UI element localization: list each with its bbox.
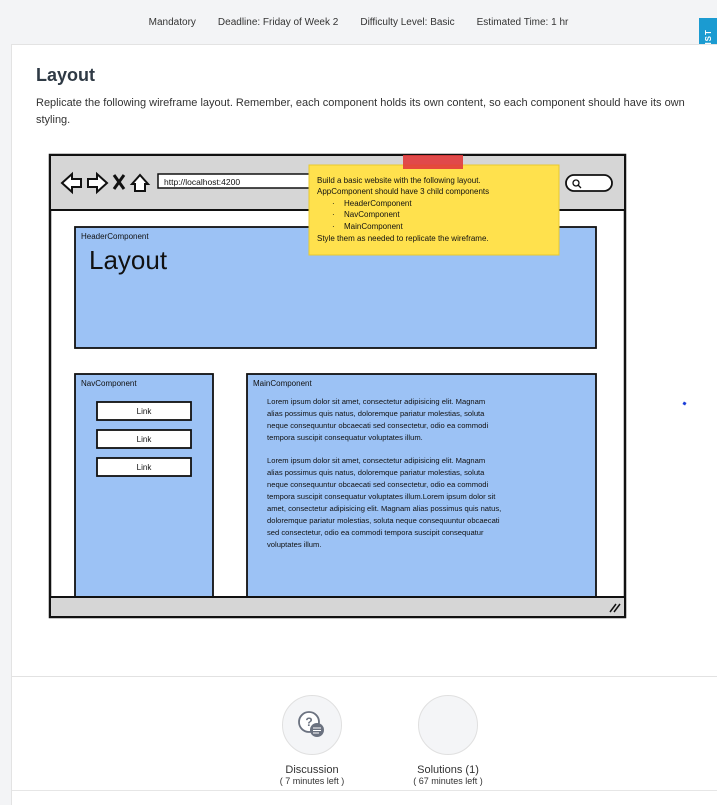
svg-text:AppComponent should have 3 chi: AppComponent should have 3 child compone…	[317, 187, 489, 196]
wireframe-link-label: Link	[137, 435, 153, 444]
wireframe-search-box	[565, 174, 613, 192]
wireframe-main-component	[246, 373, 597, 611]
search-icon	[572, 179, 580, 187]
wireframe-image: http://localhost:4200 HeaderComponent La…	[48, 153, 627, 619]
svg-text:·: ·	[332, 222, 335, 231]
svg-text:Style them as needed to replic: Style them as needed to replicate the wi…	[317, 234, 489, 243]
discussion-time-left: ( 7 minutes left )	[279, 776, 345, 786]
estimated-time-label: Estimated Time: 1 hr	[476, 16, 569, 28]
wireframe-header-title: Layout	[89, 245, 168, 275]
wireframe-main-paragraph-2: Lorem ipsum dolor sit amet, consectetur …	[267, 456, 501, 549]
svg-text:neque consequuntur obcaecati s: neque consequuntur obcaecati sed consect…	[267, 421, 489, 430]
discussion-label: Discussion	[285, 764, 339, 776]
svg-text:doloremque pariatur molestias,: doloremque pariatur molestias, soluta ne…	[267, 516, 500, 525]
wireframe-url: http://localhost:4200	[164, 177, 240, 187]
page-description: Replicate the following wireframe layout…	[36, 97, 685, 126]
discussion-button[interactable]: ?	[282, 695, 342, 755]
svg-text:MainComponent: MainComponent	[344, 222, 403, 231]
solutions-button[interactable]	[418, 695, 478, 755]
forward-arrow-icon	[87, 171, 109, 195]
wireframe-link-1: Link	[96, 401, 192, 421]
solutions-action[interactable]: Solutions (1) ( 67 minutes left )	[393, 695, 503, 786]
svg-text:Build a basic website with the: Build a basic website with the following…	[317, 176, 481, 185]
wireframe-link-label: Link	[137, 407, 153, 416]
mandatory-label: Mandatory	[148, 16, 196, 28]
resize-grip-icon	[609, 603, 621, 613]
solutions-label: Solutions (1)	[417, 764, 479, 776]
wireframe-nav-icons	[60, 171, 151, 195]
close-icon	[112, 174, 126, 190]
svg-text:alias possimus quis natus, dol: alias possimus quis natus, doloremque pa…	[267, 468, 485, 477]
section-divider	[12, 676, 717, 677]
back-arrow-icon	[60, 171, 82, 195]
discussion-icon: ?	[298, 711, 324, 737]
wireframe-link-3: Link	[96, 457, 192, 477]
home-icon	[129, 173, 151, 192]
wireframe-main-paragraph-1: Lorem ipsum dolor sit amet, consectetur …	[267, 397, 489, 442]
svg-text:amet, consectetur adipisicing: amet, consectetur adipisicing elit. Magn…	[267, 504, 501, 513]
solutions-time-left: ( 67 minutes left )	[413, 776, 483, 786]
svg-text:sed consectetur, odio ea commo: sed consectetur, odio ea commodi tempora…	[267, 528, 484, 537]
wireframe-link-2: Link	[96, 429, 192, 449]
discussion-action[interactable]: ? Discussion ( 7 minutes left )	[257, 695, 367, 786]
wireframe-status-bar	[49, 596, 626, 618]
svg-text:tempora suscipit consequatur v: tempora suscipit consequatur voluptates …	[267, 433, 423, 442]
svg-text:Lorem ipsum dolor sit amet, co: Lorem ipsum dolor sit amet, consectetur …	[267, 456, 485, 465]
svg-text:NavComponent: NavComponent	[344, 210, 400, 219]
wireframe-link-label: Link	[137, 463, 153, 472]
wireframe-sticky-note: Build a basic website with the following…	[308, 155, 560, 256]
wireframe-header-label: HeaderComponent	[81, 232, 149, 241]
svg-text:·: ·	[332, 210, 335, 219]
wireframe-main-label: MainComponent	[253, 379, 312, 388]
svg-text:neque consequuntur obcaecati s: neque consequuntur obcaecati sed consect…	[267, 480, 489, 489]
svg-text:·: ·	[332, 199, 335, 208]
deadline-label: Deadline: Friday of Week 2	[217, 16, 339, 28]
sticky-tape	[403, 155, 463, 169]
svg-text:alias possimus quis natus, dol: alias possimus quis natus, doloremque pa…	[267, 409, 485, 418]
svg-text:tempora suscipit consequatur v: tempora suscipit consequatur voluptates …	[267, 492, 496, 501]
footer-divider	[12, 790, 717, 791]
svg-text:voluptates illum.: voluptates illum.	[267, 540, 321, 549]
svg-text:HeaderComponent: HeaderComponent	[344, 199, 412, 208]
svg-text:?: ?	[305, 715, 312, 729]
assignment-meta-bar: Mandatory Deadline: Friday of Week 2 Dif…	[0, 0, 717, 44]
svg-text:Lorem ipsum dolor sit amet, co: Lorem ipsum dolor sit amet, consectetur …	[267, 397, 485, 406]
wireframe-nav-label: NavComponent	[81, 379, 137, 388]
difficulty-label: Difficulty Level: Basic	[360, 16, 455, 28]
assignment-card: Layout Replicate the following wireframe…	[11, 44, 717, 805]
page-title: Layout	[36, 65, 96, 85]
